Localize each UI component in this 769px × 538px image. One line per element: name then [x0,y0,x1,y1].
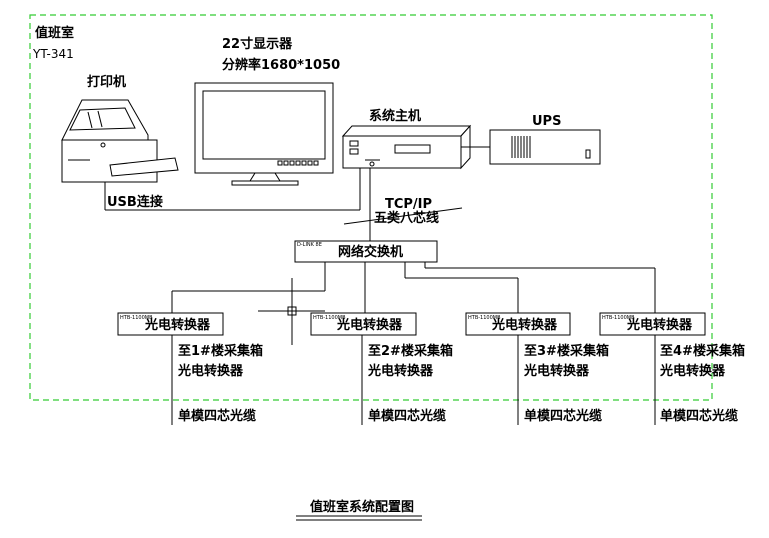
converter-dest-4: 至4#楼采集箱 [660,343,745,359]
converter-model-1: HTB-1100MB [120,315,153,321]
host-label: 系统主机 [369,108,421,124]
converter-label-2: 光电转换器 [336,317,403,333]
converter-dest-3: 至3#楼采集箱 [524,343,609,359]
fiber-label-1: 单模四芯光缆 [178,408,256,424]
room-code: YT-341 [32,47,74,61]
monitor-icon [194,82,334,186]
monitor-resolution: 分辨率1680*1050 [222,57,340,73]
ups-icon [489,129,601,165]
tcpip-label: TCP/IP [385,197,432,212]
printer-icon [61,99,179,183]
converter-model-2: HTB-1100MB [313,315,346,321]
converter-label-4: 光电转换器 [626,317,693,333]
switch-label: 网络交换机 [338,244,403,260]
diagram-caption: 值班室系统配置图 [310,499,414,515]
network-switch [294,240,438,263]
fiber-label-4: 单模四芯光缆 [660,408,738,424]
monitor-title: 22寸显示器 [222,36,293,52]
converter-dest-2: 至2#楼采集箱 [368,343,453,359]
usb-link-label: USB连接 [107,194,163,210]
converter-dest-device-1: 光电转换器 [177,363,244,379]
room-title: 值班室 [35,25,74,41]
converter-box-1 [117,312,224,336]
ups-label: UPS [532,114,561,129]
host-icon [341,124,472,170]
fiber-label-2: 单模四芯光缆 [368,408,446,424]
converter-box-4 [599,312,706,336]
switch-model: D-LINK 8E [297,242,322,248]
crosshair-cursor-icon [258,278,325,345]
converter-model-3: HTB-1100MB [468,315,501,321]
room-boundary [29,14,713,401]
cable-tick [343,207,463,225]
printer-label: 打印机 [87,74,126,90]
converter-model-4: HTB-1100MB [602,315,635,321]
cable-label: 五类八芯线 [374,210,439,226]
fiber-label-3: 单模四芯光缆 [524,408,602,424]
converter-dest-1: 至1#楼采集箱 [178,343,263,359]
converter-dest-device-4: 光电转换器 [659,363,726,379]
converter-dest-device-3: 光电转换器 [523,363,590,379]
converter-label-3: 光电转换器 [491,317,558,333]
converter-dest-device-2: 光电转换器 [367,363,434,379]
converter-box-2 [310,312,417,336]
converter-label-1: 光电转换器 [144,317,211,333]
